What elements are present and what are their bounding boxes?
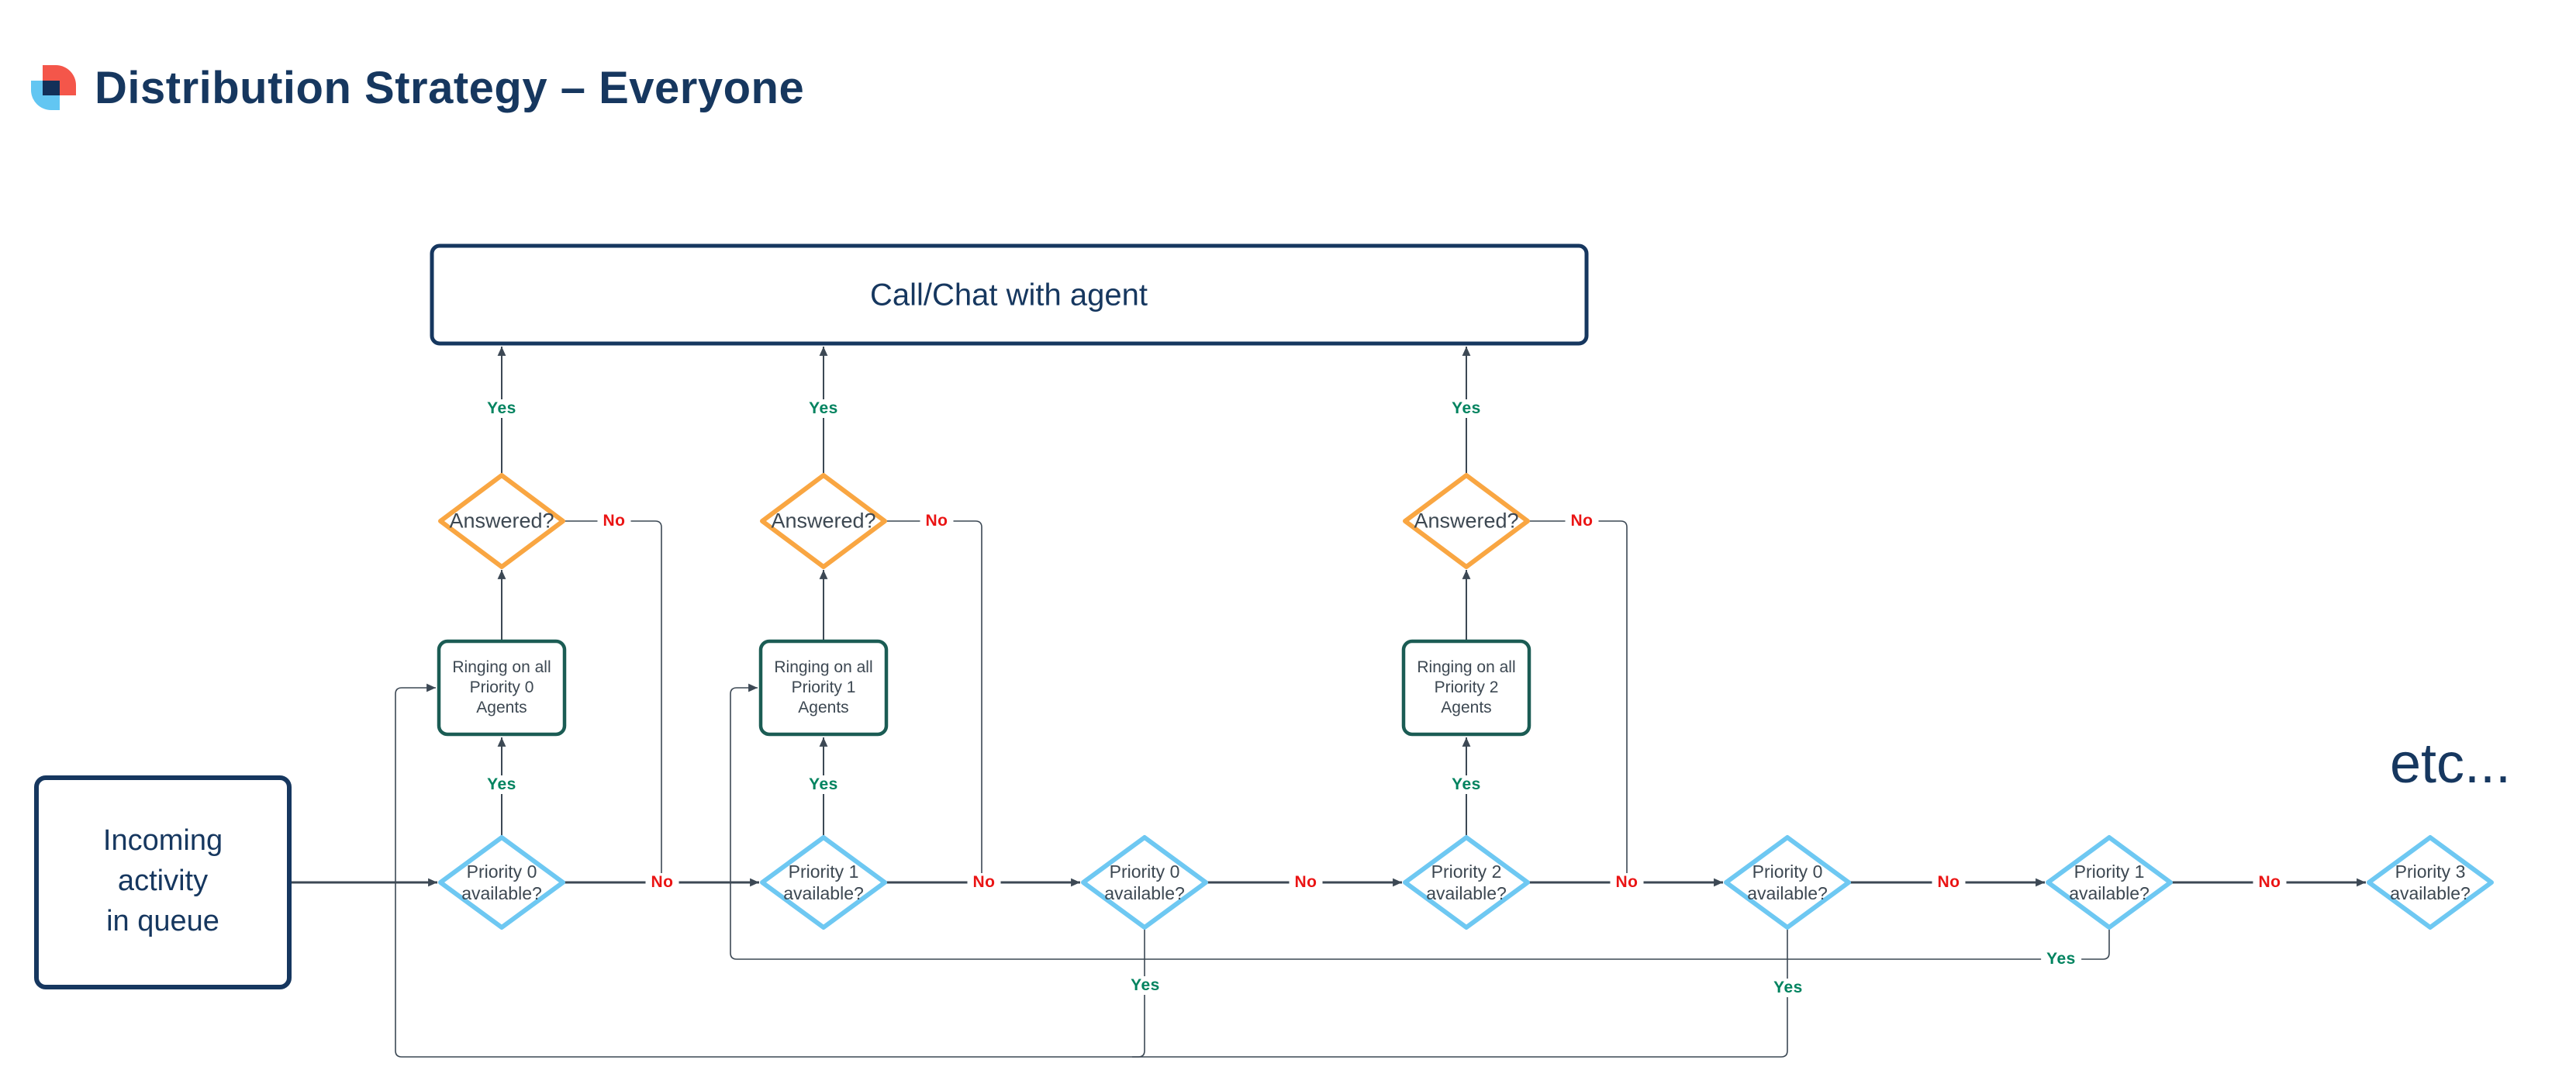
loop-answered2-no	[1528, 520, 1628, 881]
edge-label-no-answered2: No	[1565, 512, 1599, 530]
edge-label-yes-check2: Yes	[803, 775, 844, 794]
loop-check3-yes-merge	[1132, 927, 1145, 1058]
decision-check6-label: Priority 1 available?	[2069, 861, 2150, 903]
decision-check1-shape	[438, 835, 565, 930]
page-title: Distribution Strategy – Everyone	[95, 63, 805, 113]
decision-check3-label: Priority 0 available?	[1104, 861, 1185, 903]
edge-label-yes-answered0: Yes	[482, 399, 522, 418]
loop-answered0-no	[563, 520, 662, 881]
process-ringing-p2-shape	[1401, 639, 1531, 737]
decision-check2-shape	[760, 835, 887, 930]
edge-label-yes-check3: Yes	[1125, 976, 1165, 995]
edge-label-no-check4: No	[1610, 873, 1644, 892]
edge-label-no-answered1: No	[920, 512, 954, 530]
process-ringing-p1-label: Ringing on all Priority 1 Agents	[774, 658, 873, 716]
edge-label-no-check5: No	[1932, 873, 1966, 892]
terminal-call-chat-label: Call/Chat with agent	[870, 278, 1148, 312]
decision-check4-label: Priority 2 available?	[1426, 861, 1507, 903]
edge-label-yes-answered1: Yes	[803, 399, 844, 418]
edge-label-no-answered0: No	[597, 512, 631, 530]
decision-check5-shape	[1724, 835, 1851, 930]
decision-check3-shape	[1081, 835, 1208, 930]
edge-label-yes-check1: Yes	[482, 775, 522, 794]
process-ringing-p0-label: Ringing on all Priority 0 Agents	[452, 658, 551, 716]
start-incoming-shape	[34, 775, 292, 989]
edge-label-yes-check4: Yes	[1446, 775, 1487, 794]
decision-answered1-label: Answered?	[771, 509, 876, 533]
decision-check1-label: Priority 0 available?	[461, 861, 542, 903]
decision-check4-shape	[1403, 835, 1530, 930]
etc-note: etc...	[2389, 733, 2512, 795]
decision-check7-label: Priority 3 available?	[2390, 861, 2471, 903]
process-ringing-p1-shape	[758, 639, 889, 737]
decision-check7-shape	[2367, 835, 2494, 930]
decision-check6-shape	[2046, 835, 2173, 930]
brand-logo-icon	[23, 59, 82, 118]
decision-answered2-shape	[1403, 473, 1530, 569]
loop-check5-yes-to-ring0	[395, 683, 1788, 1058]
logo-navy-overlap	[43, 81, 60, 95]
decision-check2-label: Priority 1 available?	[783, 861, 864, 903]
decision-answered1-shape	[760, 473, 887, 569]
edge-label-no-check1: No	[645, 873, 679, 892]
loop-answered1-no	[885, 520, 982, 881]
decision-answered2-label: Answered?	[1414, 509, 1519, 533]
loop-check6-yes-to-ring1	[730, 683, 2110, 960]
start-incoming-label: Incoming activity in queue	[102, 824, 223, 937]
edge-label-yes-check6: Yes	[2041, 950, 2081, 968]
edge-label-no-check6: No	[2253, 873, 2287, 892]
process-ringing-p0-shape	[437, 639, 567, 737]
edge-label-yes-check5: Yes	[1768, 979, 1808, 997]
decision-check5-label: Priority 0 available?	[1747, 861, 1828, 903]
edge-label-no-check3: No	[1289, 873, 1323, 892]
edge-label-no-check2: No	[967, 873, 1001, 892]
decision-answered0-label: Answered?	[449, 509, 554, 533]
decision-answered0-shape	[438, 473, 565, 569]
process-ringing-p2-label: Ringing on all Priority 2 Agents	[1417, 658, 1516, 716]
edge-label-yes-answered2: Yes	[1446, 399, 1487, 418]
terminal-call-chat-shape	[430, 243, 1589, 346]
